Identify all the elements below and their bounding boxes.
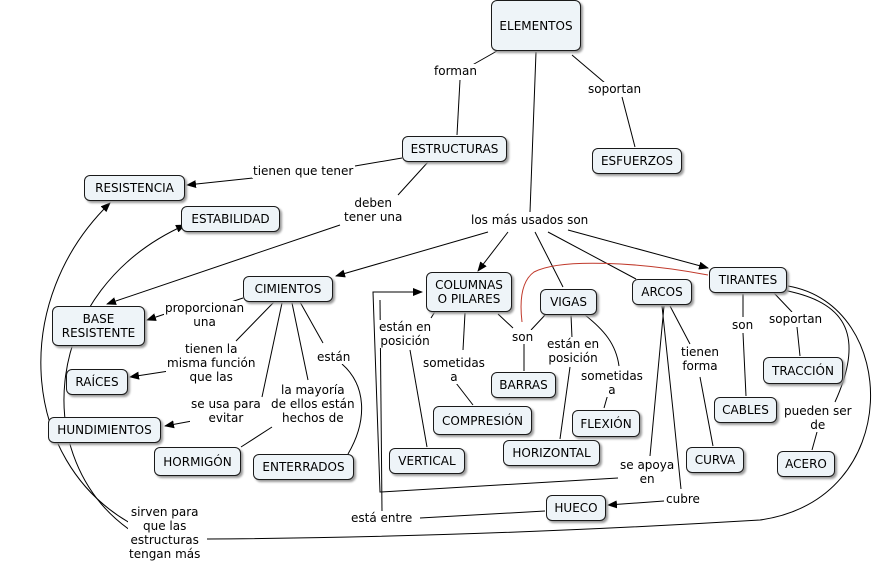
connector-estan-enterrados	[341, 363, 363, 455]
concept-cables[interactable]: CABLES	[714, 397, 777, 423]
connector-usados-columnas	[477, 231, 509, 272]
concept-base-resistente[interactable]: BASE RESISTENTE	[52, 306, 145, 346]
concept-esfuerzos[interactable]: ESFUERZOS	[592, 148, 682, 174]
connector-tirantes-pueden	[782, 289, 850, 403]
link-pueden-ser-de: pueden ser de	[783, 404, 853, 432]
concept-cimientos[interactable]: CIMIENTOS	[243, 276, 333, 302]
connector-forma-curva	[699, 376, 714, 447]
link-estan: están	[316, 350, 352, 364]
connector-columnas-sometidas	[462, 312, 466, 351]
connector-sirven-estabilidad	[63, 224, 186, 531]
connector-pueden-acero	[811, 431, 818, 451]
concept-barras[interactable]: BARRAS	[491, 372, 556, 398]
link-deben-tener-una: deben tener una	[343, 196, 404, 224]
link-misma-funcion: tienen la misma función que las	[166, 342, 257, 384]
concept-elementos[interactable]: ELEMENTOS	[491, 0, 581, 51]
connector-sometidas-compresion	[455, 382, 474, 406]
concept-hueco[interactable]: HUECO	[546, 495, 606, 521]
connector-usados-arcos	[547, 231, 637, 280]
concept-estructuras[interactable]: ESTRUCTURAS	[402, 136, 507, 162]
connector-posicion-vertical	[409, 349, 428, 448]
concept-enterrados[interactable]: ENTERRADOS	[253, 454, 354, 480]
connector-mayoria-hormigon	[240, 426, 273, 448]
connector-tirantes-soportan	[773, 292, 793, 313]
connector-cimientos-estan	[299, 301, 324, 344]
concept-hormigon[interactable]: HORMIGÓN	[154, 447, 241, 476]
connector-hueco-estaentre	[419, 510, 546, 519]
link-tienen-que-tener: tienen que tener	[252, 164, 355, 178]
concept-curva[interactable]: CURVA	[686, 447, 744, 473]
connector-vigas-sometidas	[584, 314, 620, 367]
connector-cubre-hueco	[607, 500, 665, 509]
connector-elementos-usados	[529, 51, 537, 213]
link-sometidas-flexion: sometidas a	[580, 369, 644, 397]
link-se-apoya-en: se apoya en	[619, 458, 676, 486]
connector-tirantes-son-red	[520, 262, 709, 323]
link-soportan-traccion: soportan	[768, 312, 824, 326]
concept-arcos[interactable]: ARCOS	[632, 279, 692, 305]
connector-arcos-tienen-forma	[669, 305, 691, 345]
link-esta-entre: está entre	[350, 511, 414, 525]
connector-seusa-hundimientos	[164, 420, 193, 429]
link-sirven-para: sirven para que las estructuras tengan m…	[128, 505, 202, 561]
connector-sirven-resistencia	[40, 202, 131, 524]
connector-deben-base	[106, 224, 341, 305]
connector-usados-vigas	[534, 231, 564, 288]
concept-traccion[interactable]: TRACCIÓN	[763, 357, 843, 384]
concept-horizontal[interactable]: HORIZONTAL	[503, 440, 600, 466]
connector-cimientos-seusa	[261, 302, 283, 398]
concept-raices[interactable]: RAÍCES	[66, 369, 128, 395]
connector-vigas-son	[530, 313, 547, 331]
concept-acero[interactable]: ACERO	[777, 451, 835, 477]
link-soportan-esfuerzos: soportan	[587, 82, 643, 96]
link-estan-posicion-horizontal: están en posición	[546, 337, 601, 365]
connector-seapoya-columnas	[372, 288, 619, 493]
connector-soportan-esfuerzos	[621, 96, 636, 148]
link-se-usa-para: se usa para evitar	[190, 397, 262, 425]
link-los-mas-usados: los más usados son	[470, 213, 590, 227]
concept-compresion[interactable]: COMPRESIÓN	[433, 406, 532, 435]
connector-tirantes-sirven	[206, 285, 871, 540]
link-forman: forman	[433, 64, 478, 78]
concept-columnas[interactable]: COLUMNAS O PILARES	[426, 272, 512, 312]
connector-soportan-traccion	[796, 326, 801, 357]
connector-vigas-posicion	[570, 314, 573, 339]
connector-posicion-horizontal	[559, 366, 571, 440]
connector-cimientos-funcion	[235, 301, 275, 342]
link-proporcionan: proporcionan una	[164, 301, 246, 329]
connector-cimientos-mayoria	[291, 302, 309, 381]
link-son-barras: son	[511, 330, 535, 344]
connector-arcos-seapoya	[649, 305, 665, 457]
connector-tienen-resistencia	[186, 177, 254, 189]
link-mayoria: la mayoría de ellos están hechos de	[270, 383, 356, 425]
concept-vigas[interactable]: VIGAS	[540, 289, 597, 315]
connector-son-cables	[742, 332, 747, 397]
concept-flexion[interactable]: FLEXIÓN	[572, 410, 640, 437]
connector-usados-cimientos	[335, 231, 489, 278]
link-son-cables: son	[731, 318, 755, 332]
connector-columnas-son	[497, 313, 514, 329]
connector-usados-tirantes	[567, 229, 709, 270]
connector-estructuras-tienen	[354, 157, 403, 167]
link-tienen-forma: tienen forma	[680, 345, 721, 373]
link-cubre: cubre	[665, 492, 701, 506]
link-estan-posicion-vertical: están en posición	[378, 320, 433, 348]
connector-proporcionan-base	[146, 313, 166, 321]
concept-resistencia[interactable]: RESISTENCIA	[84, 175, 185, 201]
concept-hundimientos[interactable]: HUNDIMIENTOS	[48, 417, 161, 443]
connector-estructuras-deben	[397, 161, 429, 196]
connector-arcos-cubre	[661, 305, 682, 490]
connector-forman-estructuras	[456, 79, 461, 136]
concept-tirantes[interactable]: TIRANTES	[709, 267, 787, 293]
concept-vertical[interactable]: VERTICAL	[389, 448, 465, 474]
link-sometidas-compresion: sometidas a	[422, 356, 486, 384]
connector-elementos-soportan	[571, 54, 606, 84]
concept-estabilidad[interactable]: ESTABILIDAD	[181, 206, 280, 232]
